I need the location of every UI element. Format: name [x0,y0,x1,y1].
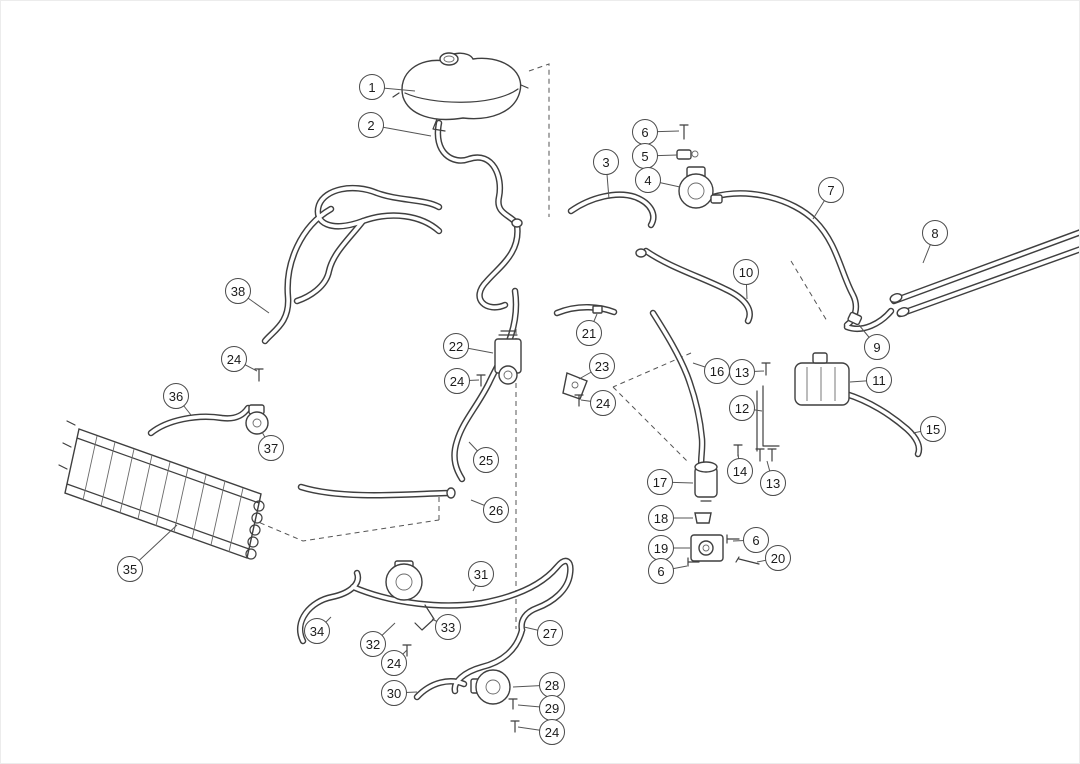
callout-13[interactable]: 13 [760,470,786,496]
callout-29[interactable]: 29 [539,695,565,721]
callout-6[interactable]: 6 [632,119,658,145]
callout-12[interactable]: 12 [729,395,755,421]
callout-10[interactable]: 10 [733,259,759,285]
callout-16[interactable]: 16 [704,358,730,384]
bracket-12 [756,385,780,452]
callout-34[interactable]: 34 [304,618,330,644]
callout-36[interactable]: 36 [163,383,189,409]
reservoir-11 [794,352,850,406]
callout-24[interactable]: 24 [444,368,470,394]
pump-37 [245,404,269,435]
callout-24[interactable]: 24 [590,390,616,416]
callout-8[interactable]: 8 [922,220,948,246]
callout-9[interactable]: 9 [864,334,890,360]
clip-21 [592,305,603,314]
pump-32 [385,560,423,601]
callout-30[interactable]: 30 [381,680,407,706]
sensor-5 [676,149,699,160]
callout-33[interactable]: 33 [435,614,461,640]
callout-4[interactable]: 4 [635,167,661,193]
callout-2[interactable]: 2 [358,112,384,138]
callout-27[interactable]: 27 [537,620,563,646]
callout-20[interactable]: 20 [765,545,791,571]
radiator-end-coil [245,500,265,560]
callout-25[interactable]: 25 [473,447,499,473]
coolant-hoses [151,123,1079,697]
callout-26[interactable]: 26 [483,497,509,523]
callout-17[interactable]: 17 [647,469,673,495]
callout-24[interactable]: 24 [539,719,565,745]
callout-13[interactable]: 13 [729,359,755,385]
callout-37[interactable]: 37 [258,435,284,461]
thermostat-assembly-22 [494,330,522,385]
callout-5[interactable]: 5 [632,143,658,169]
pump-28 [470,669,511,705]
callout-6[interactable]: 6 [743,527,769,553]
callout-23[interactable]: 23 [589,353,615,379]
callout-31[interactable]: 31 [468,561,494,587]
bracket-33 [414,604,435,631]
callout-1[interactable]: 1 [359,74,385,100]
clip-18 [694,512,712,524]
callout-24[interactable]: 24 [221,346,247,372]
callout-11[interactable]: 11 [866,367,892,393]
callout-6[interactable]: 6 [648,558,674,584]
bracket-19 [690,534,724,562]
callout-14[interactable]: 14 [727,458,753,484]
connector-9 [847,311,863,326]
callout-38[interactable]: 38 [225,278,251,304]
radiator [58,420,265,560]
callout-21[interactable]: 21 [576,320,602,346]
callout-18[interactable]: 18 [648,505,674,531]
callout-7[interactable]: 7 [818,177,844,203]
callout-32[interactable]: 32 [360,631,386,657]
callout-24[interactable]: 24 [381,650,407,676]
pin-20 [735,556,760,565]
callout-22[interactable]: 22 [443,333,469,359]
callout-15[interactable]: 15 [920,416,946,442]
expansion-tank [392,52,529,132]
radiator-core-fins [82,435,244,553]
valve-17 [694,461,718,502]
callout-35[interactable]: 35 [117,556,143,582]
callout-3[interactable]: 3 [593,149,619,175]
aux-pump-4 [678,166,723,209]
